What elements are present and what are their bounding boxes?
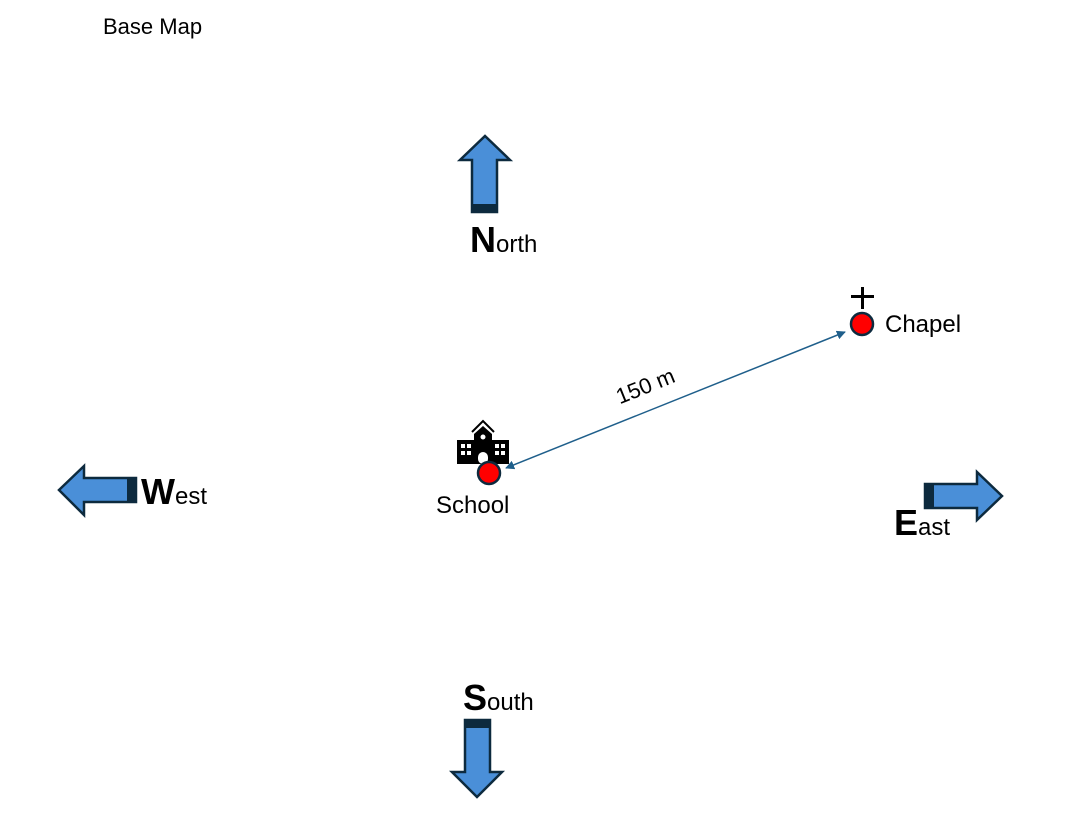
west-rest: est bbox=[174, 483, 207, 510]
school-marker[interactable] bbox=[476, 460, 502, 486]
north-label: North bbox=[470, 219, 537, 261]
north-arrow-icon bbox=[456, 134, 514, 214]
chapel-marker[interactable] bbox=[849, 311, 875, 337]
cross-icon bbox=[851, 287, 874, 309]
map-title: Base Map bbox=[103, 14, 203, 39]
south-label: South bbox=[463, 677, 534, 719]
school-label: School bbox=[436, 492, 510, 519]
distance-line bbox=[505, 330, 846, 470]
south-arrow-icon bbox=[448, 718, 506, 799]
south-rest: outh bbox=[487, 689, 534, 716]
west-label: West bbox=[141, 471, 207, 513]
east-label: East bbox=[894, 502, 950, 544]
east-rest: ast bbox=[918, 514, 951, 541]
chapel-label: Chapel bbox=[885, 311, 962, 338]
south-initial: S bbox=[463, 677, 488, 718]
east-arrow-icon bbox=[923, 469, 1004, 523]
west-arrow-icon bbox=[57, 463, 138, 519]
school-building-icon bbox=[457, 419, 509, 464]
east-initial: E bbox=[894, 502, 919, 543]
north-rest: orth bbox=[496, 231, 538, 258]
north-initial: N bbox=[470, 219, 496, 260]
west-initial: W bbox=[141, 471, 175, 512]
